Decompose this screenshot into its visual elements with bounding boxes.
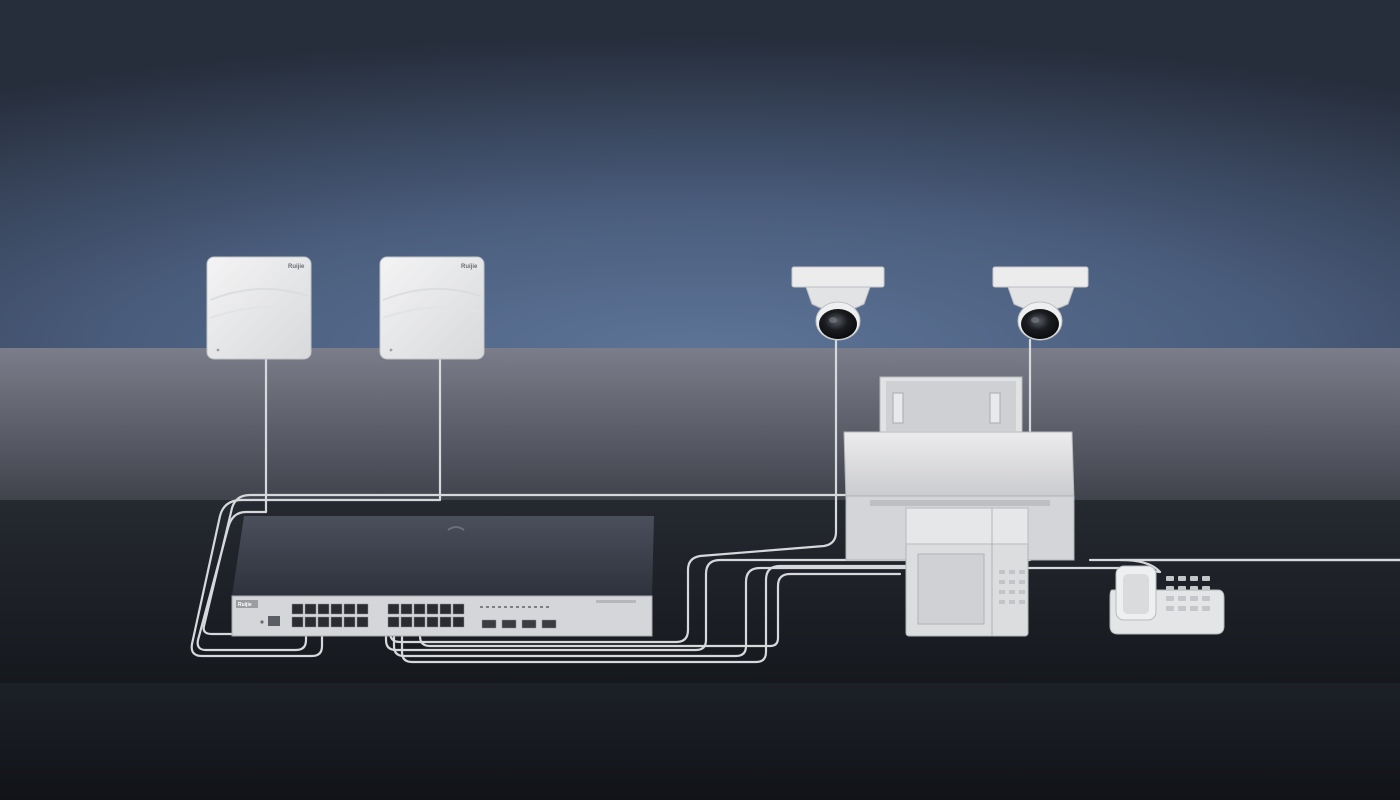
cable-ap-2 [190,356,442,658]
camera-1 [791,266,885,341]
network-switch: Ruijie [231,516,654,637]
cable-ap-1 [196,356,308,652]
cable-extra-1 [418,572,902,648]
cable-phone [392,558,1400,658]
fax-terminal [905,507,1029,637]
access-point-1-logo: Ruijie [288,264,305,270]
cable-terminal [400,564,908,664]
camera-2 [992,266,1089,341]
access-point-2: Ruijie [379,256,485,360]
wall-background [0,348,1400,508]
switch-logo: Ruijie [238,602,252,608]
floor-background [0,683,1400,800]
desk-phone [1109,565,1225,635]
cables [190,338,1400,664]
access-point-2-logo: Ruijie [461,264,478,270]
access-point-1: Ruijie [206,256,312,360]
